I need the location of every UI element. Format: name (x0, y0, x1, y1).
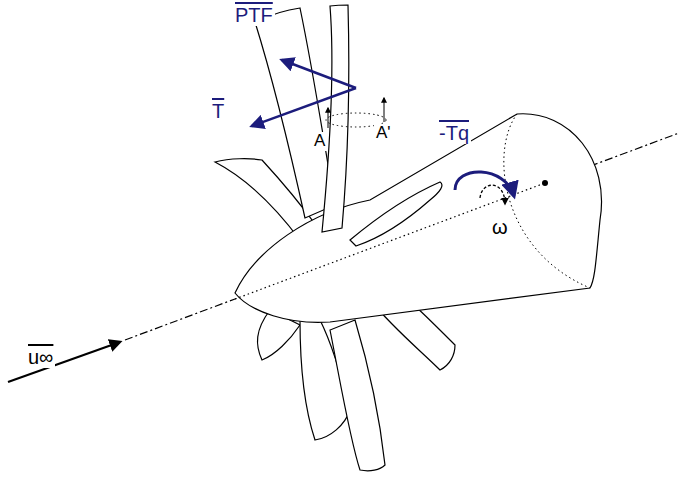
freestream-arrow (8, 342, 120, 382)
section-label: A (312, 132, 327, 151)
force-label: T (210, 100, 226, 122)
rotation-label: ω (490, 216, 510, 238)
force-label: PTF (233, 4, 275, 26)
torque-label: -Tq (437, 122, 471, 144)
velocity-label: u∞ (26, 346, 55, 368)
section-label: A' (374, 124, 393, 143)
front-blades (255, 5, 442, 246)
force-arrows (252, 60, 514, 204)
